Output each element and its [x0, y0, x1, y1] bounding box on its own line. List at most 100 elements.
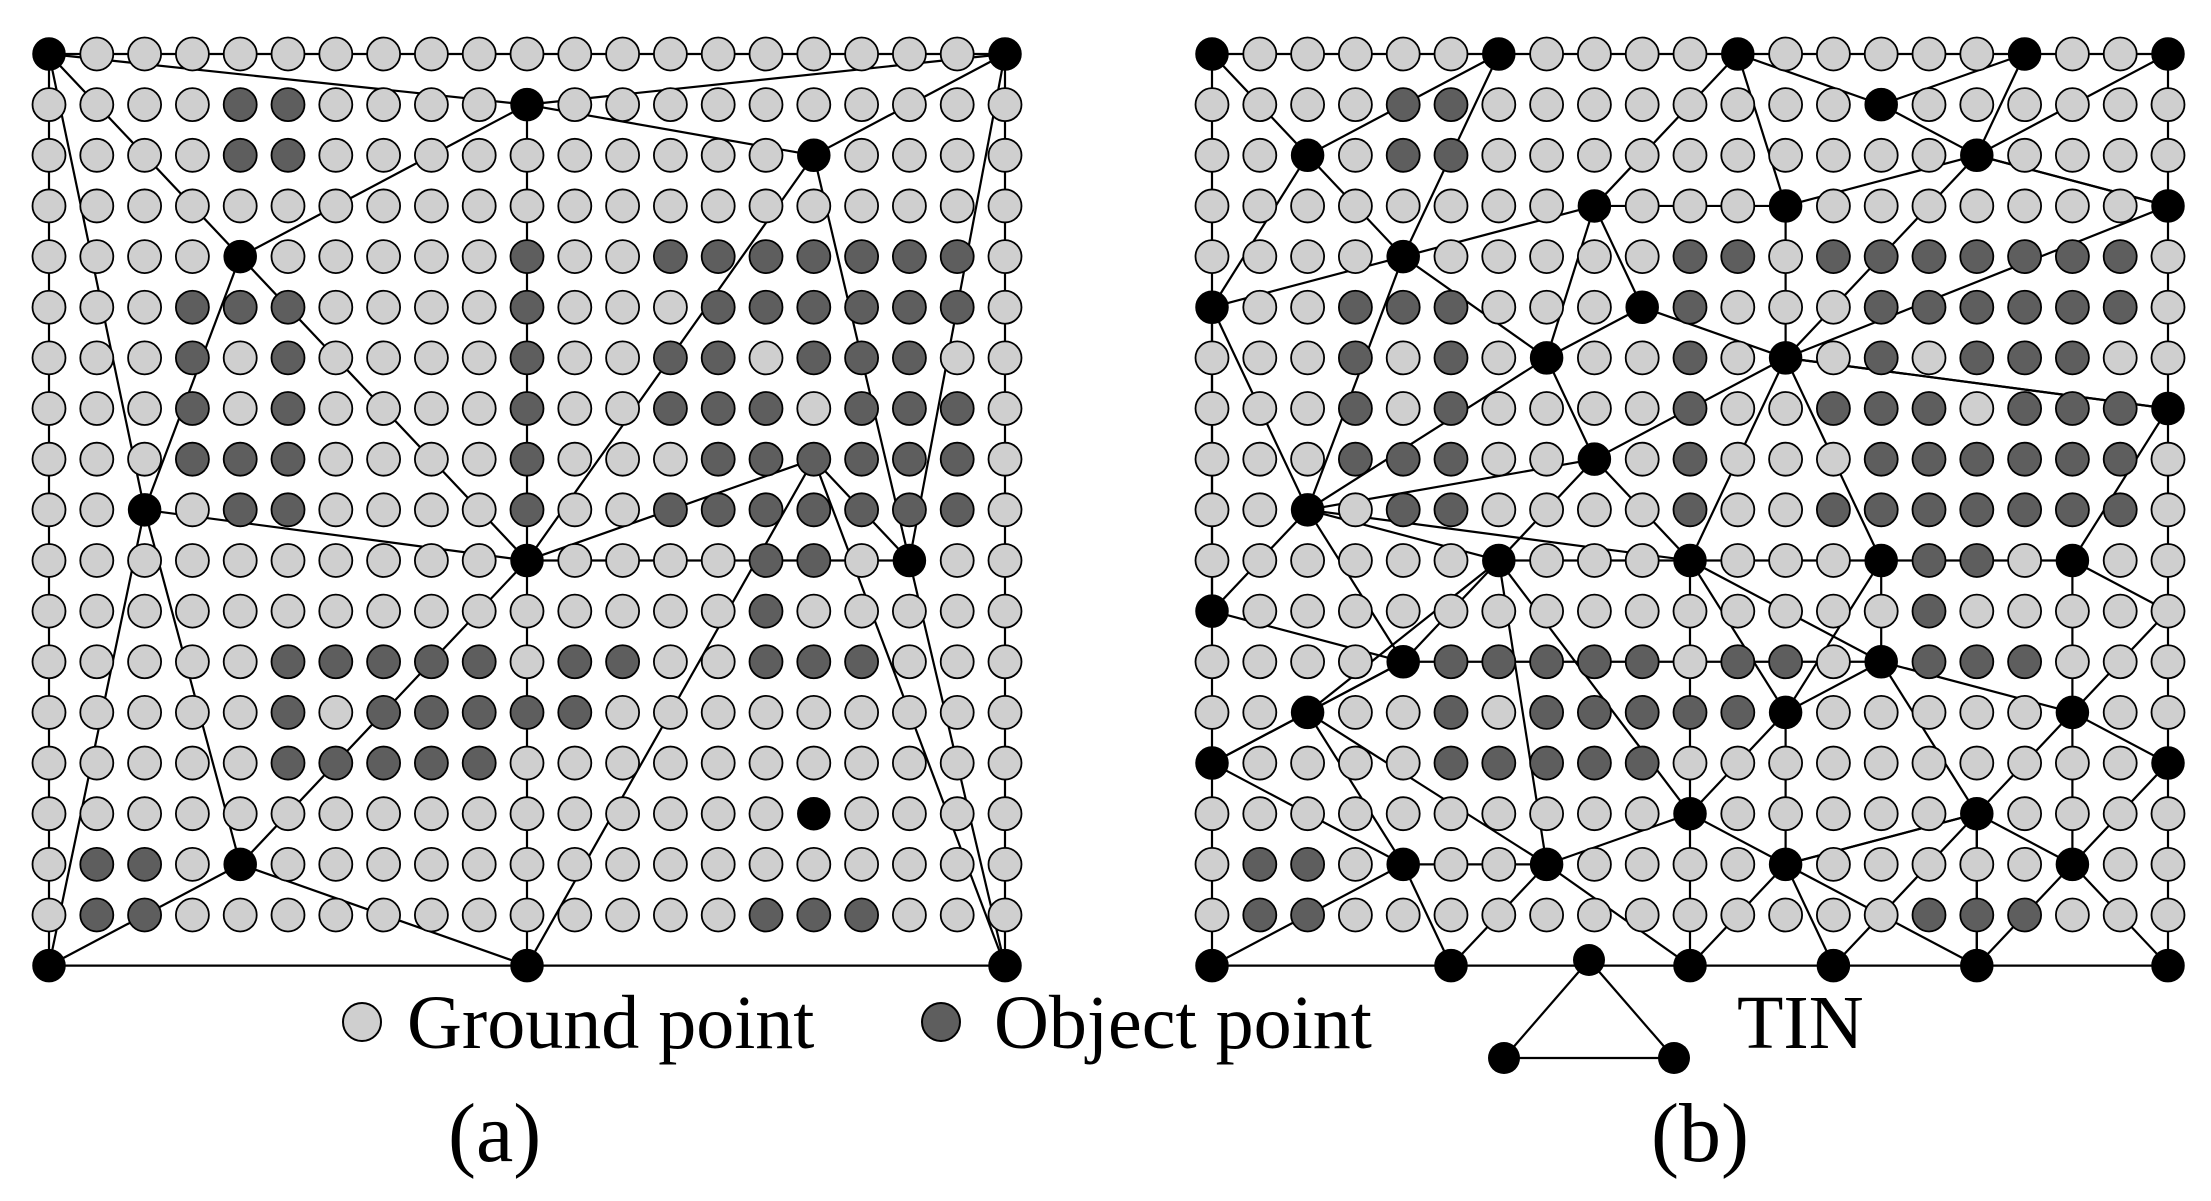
object-point	[1911, 492, 1947, 528]
ground-point	[31, 340, 67, 376]
ground-point	[270, 188, 306, 224]
ground-point	[2054, 644, 2090, 680]
ground-point	[318, 492, 354, 528]
object-point	[2007, 239, 2042, 274]
object-point	[1911, 593, 1947, 629]
object-point	[844, 441, 879, 477]
ground-point	[2102, 695, 2138, 730]
tin-edge	[1975, 53, 2026, 156]
ground-point	[844, 745, 879, 781]
tin-vertex	[2151, 746, 2185, 780]
object-point	[748, 593, 784, 629]
tin-edge	[1546, 812, 1691, 866]
ground-point	[31, 87, 67, 123]
object-point	[1481, 745, 1517, 781]
object-point	[1529, 745, 1564, 781]
object-point	[1290, 897, 1325, 933]
ground-point	[653, 745, 688, 781]
ground-point	[366, 846, 402, 882]
ground-point	[127, 593, 163, 629]
tin-vertex	[1625, 290, 1659, 324]
ground-point	[413, 543, 449, 578]
object-point	[700, 289, 736, 325]
ground-point	[1338, 87, 1373, 123]
ground-point	[987, 492, 1023, 528]
object-point	[1816, 391, 1851, 426]
ground-point	[2150, 441, 2186, 477]
ground-point	[270, 239, 306, 274]
ground-point	[174, 87, 210, 123]
ground-point	[222, 340, 258, 376]
ground-point	[1672, 593, 1708, 629]
ground-point	[653, 796, 688, 832]
tin-edge	[526, 52, 1006, 106]
tin-vertex	[892, 543, 927, 578]
ground-point	[605, 441, 640, 477]
ground-point	[1863, 36, 1899, 72]
tin-edge	[1784, 559, 1883, 713]
ground-point	[1672, 188, 1708, 224]
ground-point	[2150, 897, 2186, 933]
ground-point	[318, 87, 354, 123]
object-point	[174, 441, 210, 477]
ground-point	[1816, 188, 1851, 224]
ground-point	[605, 543, 640, 578]
ground-point	[1863, 796, 1899, 832]
ground-point	[127, 340, 163, 376]
tin-edge	[2071, 407, 2169, 562]
ground-point	[127, 239, 163, 274]
tin-vertex	[1960, 796, 1994, 831]
ground-point	[509, 188, 545, 224]
ground-point	[509, 644, 545, 680]
ground-point	[605, 36, 640, 72]
ground-point	[605, 188, 640, 224]
ground-point	[2150, 492, 2186, 528]
ground-point	[1338, 239, 1373, 274]
ground-point	[892, 897, 927, 933]
ground-point	[987, 87, 1023, 123]
ground-point	[844, 846, 879, 882]
tin-edge	[1211, 255, 1404, 309]
ground-point	[461, 188, 497, 224]
ground-point	[318, 137, 354, 173]
ground-point	[987, 745, 1023, 781]
ground-point	[2007, 695, 2042, 730]
ground-point	[1624, 492, 1660, 528]
ground-point	[318, 36, 354, 72]
object-point	[796, 289, 832, 325]
ground-point	[987, 796, 1023, 832]
ground-point	[366, 441, 402, 477]
ground-point	[79, 745, 115, 781]
ground-point	[1624, 441, 1660, 477]
ground-point	[1863, 846, 1899, 882]
ground-point	[1481, 87, 1517, 123]
ground-point	[748, 695, 784, 730]
ground-point	[892, 846, 927, 882]
tin-edge	[1306, 256, 1405, 511]
ground-point	[2102, 897, 2138, 933]
ground-point	[127, 796, 163, 832]
tin-vertex	[1482, 37, 1516, 71]
ground-point	[222, 391, 258, 426]
object-point	[892, 239, 927, 274]
ground-point	[1194, 137, 1230, 173]
ground-point	[653, 543, 688, 578]
ground-point	[1959, 36, 1995, 72]
ground-point	[127, 695, 163, 730]
ground-point	[1624, 340, 1660, 376]
tin-vertex	[1434, 948, 1468, 983]
ground-point	[413, 796, 449, 832]
ground-point	[222, 695, 258, 730]
ground-point	[174, 137, 210, 173]
tin-vertex	[1386, 239, 1420, 274]
ground-point	[1624, 391, 1660, 426]
ground-point	[174, 188, 210, 224]
ground-point	[2150, 846, 2186, 882]
tin-edge	[1545, 863, 1691, 967]
tin-edge	[1307, 356, 1548, 511]
ground-point	[1959, 695, 1995, 730]
object-point	[2102, 441, 2138, 477]
object-point	[1577, 745, 1612, 781]
ground-point	[366, 340, 402, 376]
ground-point	[174, 846, 210, 882]
